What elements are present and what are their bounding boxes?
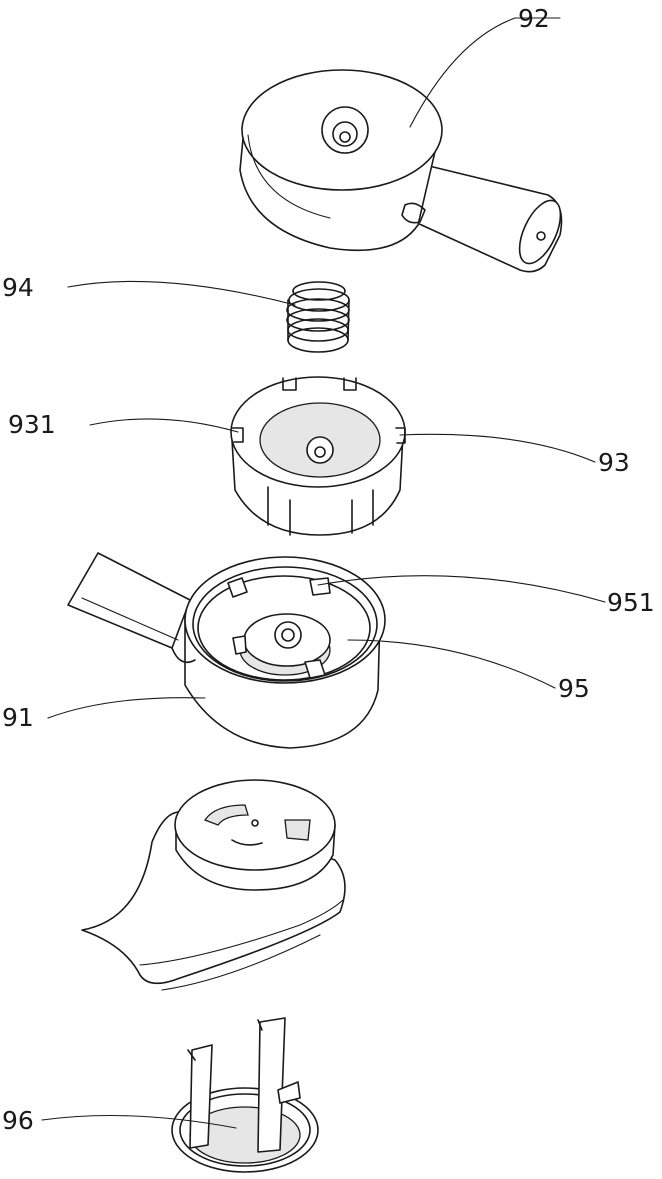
reference-labels: 92 94 931 93 951 95 91 96 [2, 4, 655, 1135]
label-94: 94 [2, 273, 34, 302]
label-931: 931 [8, 410, 56, 439]
label-95: 95 [558, 674, 590, 703]
label-91: 91 [2, 703, 34, 732]
label-92: 92 [518, 4, 550, 33]
part-94-spring [286, 281, 350, 353]
label-93: 93 [598, 448, 630, 477]
leader-lines [41, 17, 606, 1129]
part-96-clip [171, 1017, 319, 1173]
handle-body [81, 779, 346, 991]
label-951: 951 [607, 588, 655, 617]
part-92-cap [239, 69, 563, 273]
label-96: 96 [2, 1106, 34, 1135]
part-93-ring [230, 376, 406, 536]
part-91-housing [67, 552, 386, 749]
